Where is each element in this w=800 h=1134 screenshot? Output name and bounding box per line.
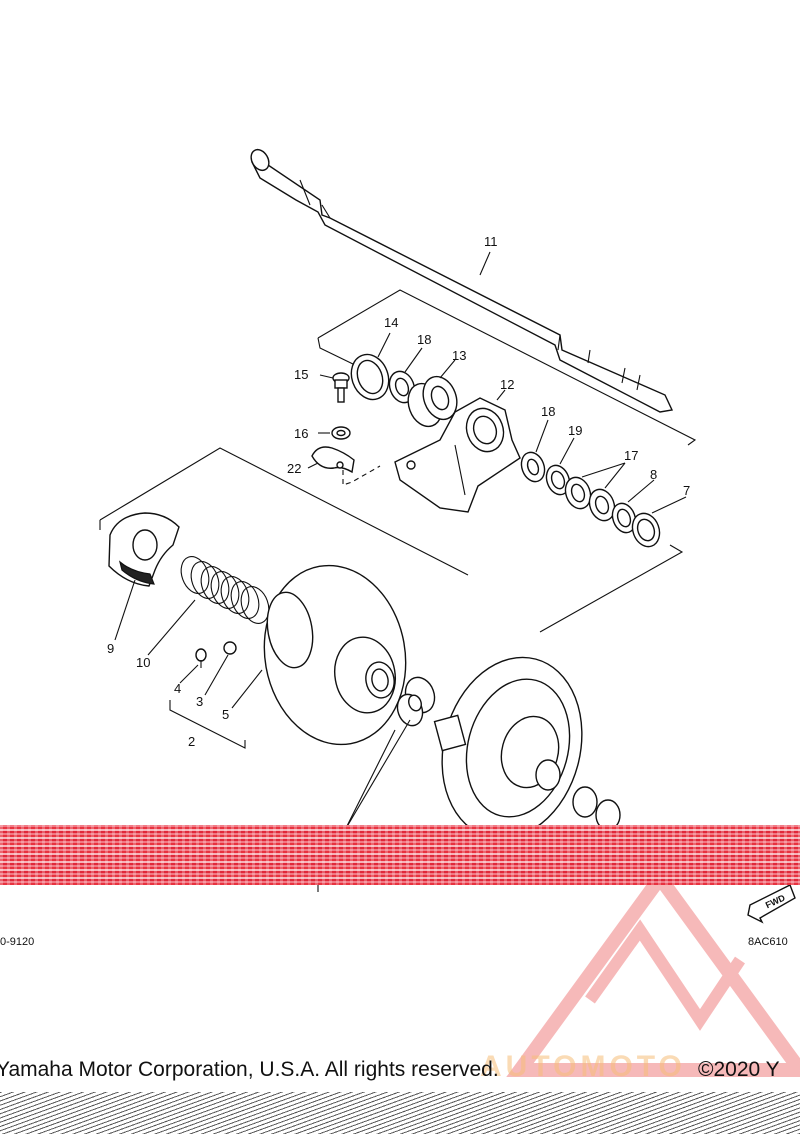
scan-hatch-band xyxy=(0,1092,800,1134)
group-outline-upper xyxy=(317,289,697,446)
callout-3: 3 xyxy=(196,694,203,709)
spacer-17b xyxy=(588,488,616,522)
callout-9: 9 xyxy=(107,641,114,656)
bearing-13 xyxy=(407,375,458,428)
bolt-15 xyxy=(332,372,350,403)
group-outline-lower xyxy=(99,447,469,576)
callout-16: 16 xyxy=(294,426,308,441)
group-outline-lower-right xyxy=(539,544,684,633)
circlip-19 xyxy=(545,464,571,496)
callout-18-upper: 18 xyxy=(417,332,431,347)
screw-4 xyxy=(195,648,207,668)
slider-3 xyxy=(223,641,237,655)
circlip-8 xyxy=(611,502,637,534)
callout-10: 10 xyxy=(136,655,150,670)
callout-13: 13 xyxy=(452,348,466,363)
part-code-right: 8AC610 xyxy=(748,936,788,948)
watermark-logo-icon xyxy=(506,866,800,1077)
callout-2: 2 xyxy=(188,734,195,749)
spacer-17a xyxy=(564,476,592,510)
washer-7 xyxy=(631,512,661,548)
callout-8: 8 xyxy=(650,467,657,482)
group-outline-dash xyxy=(342,465,381,486)
callout-15: 15 xyxy=(294,367,308,382)
bearing-housing-12 xyxy=(394,397,521,513)
fwd-arrow-icon: FWD xyxy=(747,884,796,924)
nut-16 xyxy=(331,426,351,440)
washer-18-lower xyxy=(520,451,546,483)
callout-18-lower: 18 xyxy=(541,404,555,419)
clamp-22 xyxy=(311,446,355,474)
bushing xyxy=(396,676,436,727)
shaft-11 xyxy=(250,148,674,413)
callout-7: 7 xyxy=(683,483,690,498)
group-outline-upper-left xyxy=(317,337,356,366)
cam-9 xyxy=(108,512,180,587)
part-code-left: 0-9120 xyxy=(0,936,35,948)
copyright-year: ©2020 Y xyxy=(698,1058,780,1081)
callout-17: 17 xyxy=(624,448,638,463)
circlip-14 xyxy=(350,353,390,401)
copyright-notice: Yamaha Motor Corporation, U.S.A. All rig… xyxy=(0,1058,499,1081)
callout-19: 19 xyxy=(568,423,582,438)
secondary-sheave-2 xyxy=(263,564,407,746)
callout-5: 5 xyxy=(222,707,229,722)
scan-artifact-band xyxy=(0,825,800,885)
spring-10 xyxy=(180,556,270,624)
fixed-sheave xyxy=(433,656,621,840)
callout-14: 14 xyxy=(384,315,398,330)
callout-4: 4 xyxy=(174,681,181,696)
leader-lines xyxy=(114,251,687,892)
callout-12: 12 xyxy=(500,377,514,392)
callout-22: 22 xyxy=(287,461,301,476)
callout-11: 11 xyxy=(484,234,498,249)
watermark-text: AUTOMOTO xyxy=(480,1050,686,1083)
